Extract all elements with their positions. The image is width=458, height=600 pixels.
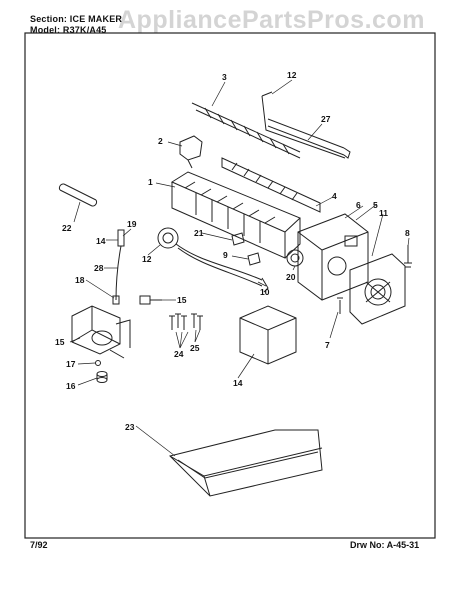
callout-22: 21 bbox=[194, 228, 204, 238]
callout-13: 12 bbox=[287, 70, 297, 80]
part-ejector-blade bbox=[191, 102, 301, 159]
part-fitting bbox=[96, 371, 108, 383]
callout-3: 3 bbox=[222, 72, 227, 82]
callout-20: 19 bbox=[127, 219, 137, 229]
part-screw-8 bbox=[404, 245, 412, 268]
callout-28: 28 bbox=[94, 263, 104, 273]
model-title: Model: R37K/A45 bbox=[30, 25, 107, 35]
part-control-housing bbox=[297, 213, 369, 301]
watermark: AppliancePartsPros.com bbox=[118, 6, 425, 34]
callout-23: 22 bbox=[62, 223, 72, 233]
callout-9: 9 bbox=[223, 250, 228, 260]
callout-24: 23 bbox=[125, 422, 135, 432]
callout-labels: 3 12 27 2 1 4 6 5 11 8 7 21 9 12 10 20 2… bbox=[55, 70, 410, 432]
callout-15-lower: 15 bbox=[177, 295, 187, 305]
part-clip bbox=[231, 232, 245, 246]
callout-27: 27 bbox=[321, 114, 331, 124]
leader-lines bbox=[69, 79, 410, 457]
part-ice-mold bbox=[170, 171, 301, 259]
part-gear bbox=[286, 249, 304, 267]
part-screws-25-26 bbox=[169, 313, 203, 330]
part-cover-strip bbox=[267, 118, 351, 159]
callout-16: 15 bbox=[55, 337, 65, 347]
callout-26: 25 bbox=[190, 343, 200, 353]
part-bracket bbox=[179, 135, 203, 169]
callout-15-upper: 14 bbox=[96, 236, 106, 246]
callout-12: 12 bbox=[142, 254, 152, 264]
callout-10: 10 bbox=[260, 287, 270, 297]
callout-17: 16 bbox=[66, 381, 76, 391]
callout-25: 24 bbox=[174, 349, 184, 359]
section-title: Section: ICE MAKER bbox=[30, 14, 123, 24]
callout-21: 20 bbox=[286, 272, 296, 282]
part-water-valve bbox=[71, 305, 131, 359]
part-washer bbox=[95, 360, 101, 366]
footer-date: 7/92 bbox=[30, 540, 48, 550]
callout-8: 8 bbox=[405, 228, 410, 238]
part-heater bbox=[261, 91, 346, 159]
callout-18: 17 bbox=[66, 359, 76, 369]
footer-drawing-number: Drw No: A-45-31 bbox=[350, 540, 420, 550]
part-screw-7 bbox=[337, 297, 343, 314]
diagram-frame bbox=[24, 32, 436, 539]
part-wiring-harness bbox=[157, 227, 269, 293]
callout-1: 1 bbox=[148, 177, 153, 187]
callout-4: 4 bbox=[332, 191, 337, 201]
callout-6: 6 bbox=[356, 200, 361, 210]
callout-19: 18 bbox=[75, 275, 85, 285]
part-clip-9 bbox=[247, 252, 261, 266]
part-pin bbox=[58, 183, 98, 207]
part-fill-tube-assembly bbox=[112, 229, 125, 305]
part-connector-15 bbox=[139, 295, 162, 305]
part-stripper bbox=[221, 157, 321, 213]
callout-5: 5 bbox=[373, 200, 378, 210]
callout-2: 2 bbox=[158, 136, 163, 146]
part-ice-bin bbox=[169, 429, 323, 497]
part-motor-plate bbox=[349, 253, 406, 325]
callout-7: 7 bbox=[325, 340, 330, 350]
callout-11: 11 bbox=[379, 208, 388, 218]
callout-14: 14 bbox=[233, 378, 243, 388]
part-insulation-block bbox=[239, 305, 297, 365]
